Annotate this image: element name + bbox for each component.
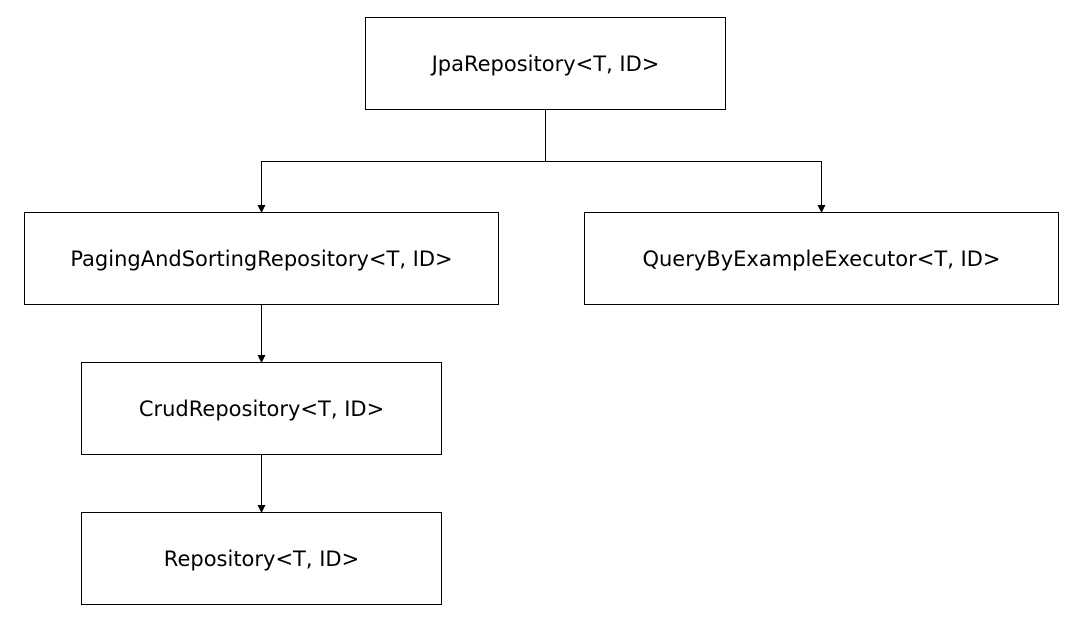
node-jpa-repository[interactable]: JpaRepository<T, ID> [365,17,726,110]
edge-jpa-to-qbe [545,161,822,206]
arrow-head-crud [257,355,266,363]
node-query-by-example-executor-label: QueryByExampleExecutor<T, ID> [642,247,1000,271]
node-crud-repository-box [81,362,442,455]
node-paging-and-sorting-repository[interactable]: PagingAndSortingRepository<T, ID> [24,212,499,305]
node-paging-and-sorting-repository-box [24,212,499,305]
node-crud-repository-label: CrudRepository<T, ID> [139,397,384,421]
node-repository-label: Repository<T, ID> [164,547,359,571]
edges [257,109,826,513]
node-query-by-example-executor-box [584,212,1059,305]
node-jpa-repository-label: JpaRepository<T, ID> [430,52,660,76]
edge-jpa-to-paging [261,161,546,206]
arrow-head-paging [257,205,266,213]
node-repository[interactable]: Repository<T, ID> [81,512,442,605]
arrow-head-qbe [817,205,826,213]
node-repository-box [81,512,442,605]
node-query-by-example-executor[interactable]: QueryByExampleExecutor<T, ID> [584,212,1059,305]
node-jpa-repository-box [365,17,726,110]
node-crud-repository[interactable]: CrudRepository<T, ID> [81,362,442,455]
arrow-head-repository [257,505,266,513]
node-paging-and-sorting-repository-label: PagingAndSortingRepository<T, ID> [70,247,452,271]
